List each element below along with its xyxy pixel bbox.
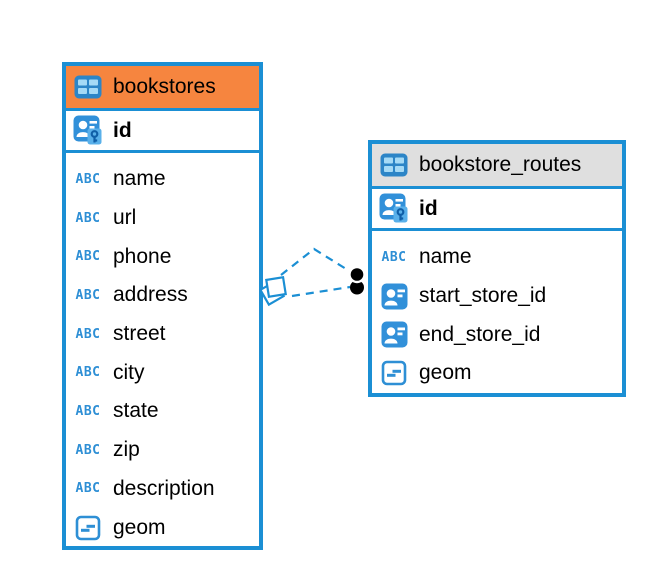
column-row[interactable]: start_store_id (372, 277, 622, 316)
geometry-type-icon (381, 361, 407, 386)
pk-column-name: id (113, 118, 132, 142)
column-row[interactable]: ABC description (66, 470, 259, 509)
text-type-icon: ABC (75, 442, 101, 458)
column-row[interactable]: ABC name (372, 238, 622, 277)
geometry-type-icon (75, 515, 101, 540)
table-bookstore-routes[interactable]: bookstore_routes id ABC name start_store… (368, 140, 626, 397)
relation-dot-marker-upper[interactable] (348, 265, 366, 284)
column-row[interactable]: ABC phone (66, 237, 259, 276)
column-row[interactable]: ABC url (66, 199, 259, 238)
foreign-key-icon (381, 283, 407, 310)
table-title: bookstore_routes (419, 153, 582, 176)
text-type-icon: ABC (75, 171, 101, 187)
table-title: bookstores (113, 75, 216, 98)
column-name: name (113, 167, 166, 191)
column-name: state (113, 399, 159, 423)
column-name: geom (113, 515, 166, 539)
text-type-icon: ABC (75, 365, 101, 381)
column-name: geom (419, 361, 472, 385)
primary-key-row[interactable]: id (372, 189, 622, 231)
column-name: start_store_id (419, 284, 547, 308)
column-row[interactable]: geom (66, 508, 259, 547)
text-type-icon: ABC (75, 326, 101, 342)
column-row[interactable]: end_store_id (372, 315, 622, 354)
text-type-icon: ABC (75, 481, 101, 497)
table-bookstores[interactable]: bookstores id ABC name ABC url ABC phone… (62, 62, 263, 550)
foreign-key-icon (381, 321, 407, 348)
relation-line-1[interactable] (280, 247, 352, 276)
column-row[interactable]: ABC state (66, 392, 259, 431)
pk-column-name: id (419, 196, 438, 220)
column-name: zip (113, 438, 140, 462)
column-row[interactable]: ABC zip (66, 431, 259, 470)
column-name: street (113, 322, 166, 346)
primary-key-icon (379, 193, 408, 223)
table-header-bookstores[interactable]: bookstores (66, 66, 259, 111)
column-list: ABC name start_store_id end_store_id geo… (372, 231, 622, 393)
text-type-icon: ABC (75, 249, 101, 265)
column-name: description (113, 476, 215, 500)
relation-line-2[interactable] (291, 285, 351, 298)
text-type-icon: ABC (381, 249, 407, 265)
column-name: url (113, 206, 137, 230)
table-icon (380, 153, 408, 177)
text-type-icon: ABC (75, 403, 101, 419)
column-row[interactable]: ABC address (66, 276, 259, 315)
table-icon (74, 75, 102, 99)
table-header-bookstore-routes[interactable]: bookstore_routes (372, 144, 622, 189)
column-row[interactable]: ABC name (66, 160, 259, 199)
column-name: city (113, 360, 145, 384)
column-name: phone (113, 244, 172, 268)
text-type-icon: ABC (75, 210, 101, 226)
text-type-icon: ABC (75, 287, 101, 303)
column-row[interactable]: geom (372, 354, 622, 393)
primary-key-icon (73, 115, 102, 145)
relation-dot-marker-lower[interactable] (350, 280, 364, 295)
column-name: name (419, 245, 472, 269)
relation-diamond-marker-front[interactable] (265, 276, 287, 298)
primary-key-row[interactable]: id (66, 111, 259, 153)
column-row[interactable]: ABC city (66, 353, 259, 392)
column-name: address (113, 283, 188, 307)
column-row[interactable]: ABC street (66, 315, 259, 354)
column-list: ABC name ABC url ABC phone ABC address A… (66, 153, 259, 547)
column-name: end_store_id (419, 322, 541, 346)
